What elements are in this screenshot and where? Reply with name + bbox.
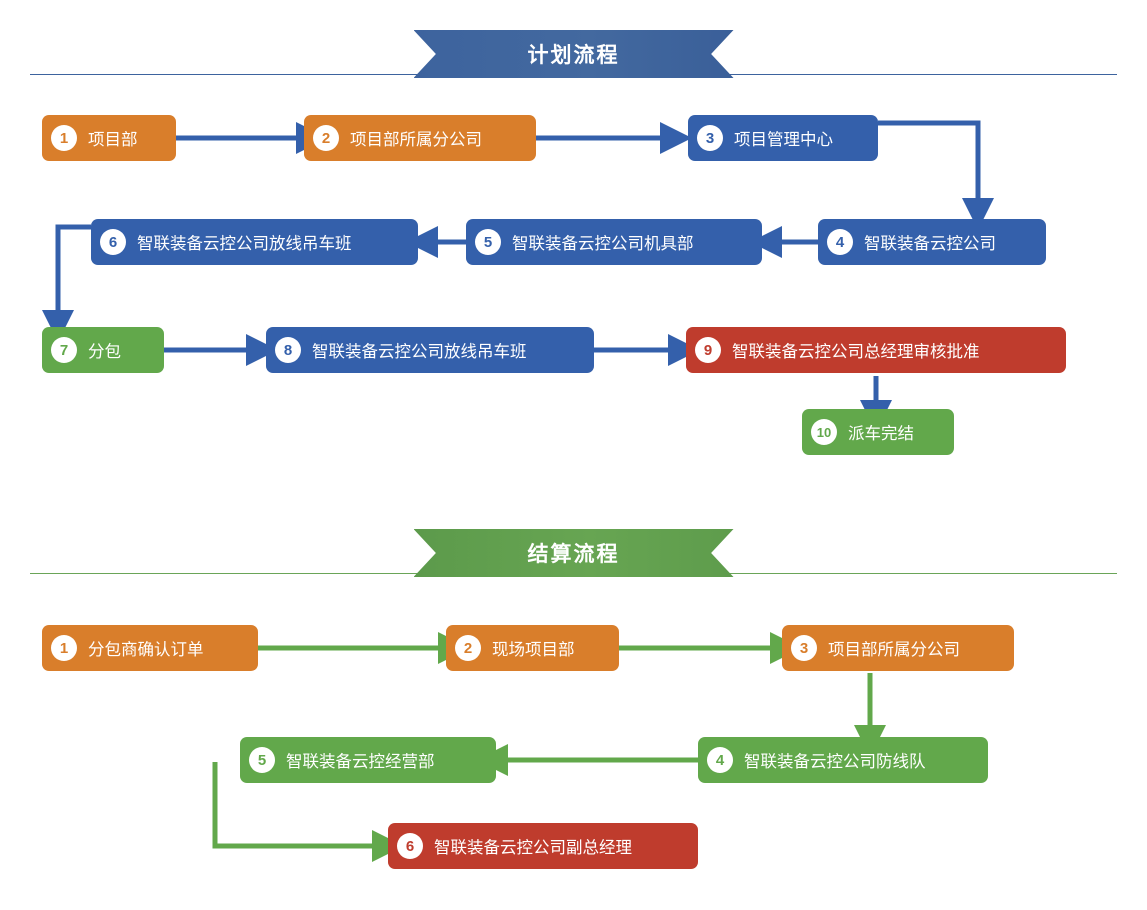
section-banner-settle: 结算流程 xyxy=(0,529,1147,583)
node-plan-10[interactable]: 10 派车完结 xyxy=(802,409,954,455)
node-label: 项目部所属分公司 xyxy=(828,641,960,659)
node-plan-2[interactable]: 2 项目部所属分公司 xyxy=(304,115,536,161)
node-plan-9[interactable]: 9 智联装备云控公司总经理审核批准 xyxy=(686,327,1066,373)
node-number-badge: 5 xyxy=(249,747,275,773)
banner-settle-title: 结算流程 xyxy=(413,529,734,577)
node-plan-5[interactable]: 5 智联装备云控公司机具部 xyxy=(466,219,762,265)
node-number-badge: 4 xyxy=(827,229,853,255)
node-number-badge: 4 xyxy=(707,747,733,773)
section-banner-plan: 计划流程 xyxy=(0,30,1147,84)
node-number-badge: 2 xyxy=(455,635,481,661)
node-plan-7[interactable]: 7 分包 xyxy=(42,327,164,373)
node-plan-1[interactable]: 1 项目部 xyxy=(42,115,176,161)
edge-3-to-4 xyxy=(878,120,995,230)
node-label: 智联装备云控公司总经理审核批准 xyxy=(732,343,980,361)
node-label: 分包 xyxy=(88,343,121,361)
node-number-badge: 8 xyxy=(275,337,301,363)
node-label: 项目管理中心 xyxy=(734,131,833,149)
node-number-badge: 3 xyxy=(697,125,723,151)
node-number-badge: 9 xyxy=(695,337,721,363)
node-number-badge: 10 xyxy=(811,419,837,445)
node-label: 智联装备云控公司 xyxy=(864,235,996,253)
node-number-badge: 2 xyxy=(313,125,339,151)
node-settle-1[interactable]: 1 分包商确认订单 xyxy=(42,625,258,671)
node-number-badge: 6 xyxy=(397,833,423,859)
node-label: 现场项目部 xyxy=(492,641,575,659)
node-label: 智联装备云控公司防线队 xyxy=(744,753,926,771)
node-label: 智联装备云控公司机具部 xyxy=(512,235,694,253)
node-number-badge: 7 xyxy=(51,337,77,363)
node-label: 项目部 xyxy=(88,131,138,149)
node-number-badge: 1 xyxy=(51,635,77,661)
node-plan-8[interactable]: 8 智联装备云控公司放线吊车班 xyxy=(266,327,594,373)
node-label: 分包商确认订单 xyxy=(88,641,204,659)
node-plan-4[interactable]: 4 智联装备云控公司 xyxy=(818,219,1046,265)
node-settle-2[interactable]: 2 现场项目部 xyxy=(446,625,619,671)
node-plan-3[interactable]: 3 项目管理中心 xyxy=(688,115,878,161)
node-number-badge: 1 xyxy=(51,125,77,151)
node-number-badge: 5 xyxy=(475,229,501,255)
node-settle-4[interactable]: 4 智联装备云控公司防线队 xyxy=(698,737,988,783)
node-settle-3[interactable]: 3 项目部所属分公司 xyxy=(782,625,1014,671)
node-label: 项目部所属分公司 xyxy=(350,131,482,149)
node-label: 智联装备云控公司放线吊车班 xyxy=(312,343,527,361)
node-label: 智联装备云控公司副总经理 xyxy=(434,839,632,857)
node-plan-6[interactable]: 6 智联装备云控公司放线吊车班 xyxy=(91,219,418,265)
node-label: 智联装备云控公司放线吊车班 xyxy=(137,235,352,253)
node-label: 派车完结 xyxy=(848,425,914,443)
node-settle-5[interactable]: 5 智联装备云控经营部 xyxy=(240,737,496,783)
node-label: 智联装备云控经营部 xyxy=(286,753,435,771)
edge-6-to-7 xyxy=(42,224,91,342)
node-number-badge: 3 xyxy=(791,635,817,661)
node-number-badge: 6 xyxy=(100,229,126,255)
node-settle-6[interactable]: 6 智联装备云控公司副总经理 xyxy=(388,823,698,869)
banner-plan-title: 计划流程 xyxy=(413,30,734,78)
